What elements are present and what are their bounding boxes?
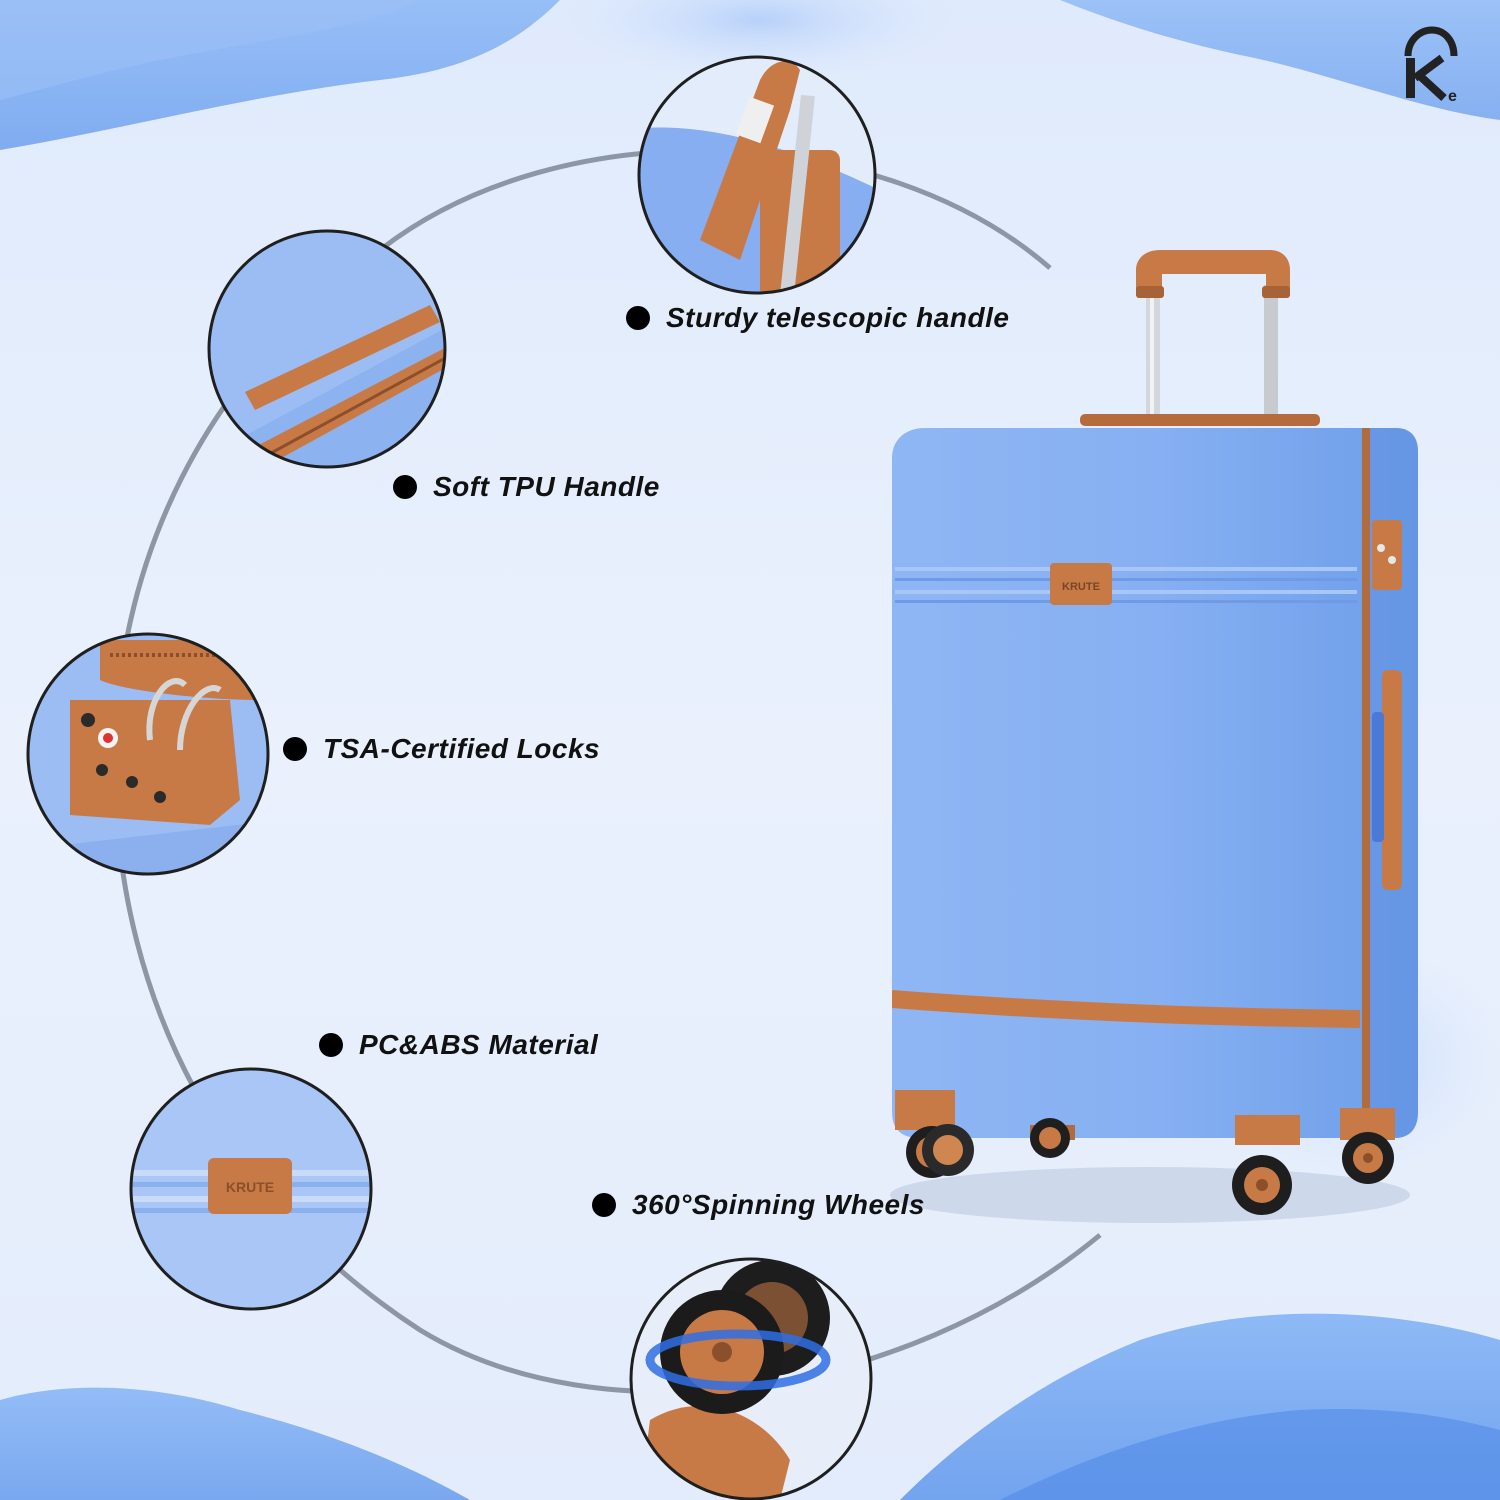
suitcase-illustration: KRUTE <box>892 250 1418 1215</box>
feature-spinning-wheels: 360°Spinning Wheels <box>592 1189 925 1221</box>
bullet-icon <box>393 475 417 499</box>
feature-label-text: Soft TPU Handle <box>433 471 660 502</box>
bullet-icon <box>319 1033 343 1057</box>
feature-material: PC&ABS Material <box>319 1029 598 1061</box>
feature-label-text: PC&ABS Material <box>359 1029 599 1060</box>
side-handle-detail-circle <box>207 229 447 469</box>
feature-telescopic-handle: Sturdy telescopic handle <box>626 302 1009 334</box>
telescopic-handle-detail-circle <box>637 55 877 295</box>
feature-label-text: Sturdy telescopic handle <box>666 302 1010 333</box>
suitcase-brand-tag: KRUTE <box>1062 581 1100 593</box>
material-detail-circle: KRUTE <box>129 1067 373 1311</box>
svg-text:e: e <box>1448 88 1457 105</box>
feature-tsa-locks: TSA-Certified Locks <box>283 733 600 765</box>
feature-label-text: TSA-Certified Locks <box>323 733 601 764</box>
feature-soft-tpu-handle: Soft TPU Handle <box>393 471 660 503</box>
wheel-detail-circle <box>629 1257 873 1500</box>
feature-label-text: 360°Spinning Wheels <box>632 1189 925 1220</box>
bullet-icon <box>626 306 650 330</box>
bullet-icon <box>283 737 307 761</box>
brand-logo: e <box>1404 26 1458 105</box>
closeup-brand-tag: KRUTE <box>226 1179 274 1195</box>
bullet-icon <box>592 1193 616 1217</box>
tsa-lock-detail-circle <box>26 632 270 876</box>
